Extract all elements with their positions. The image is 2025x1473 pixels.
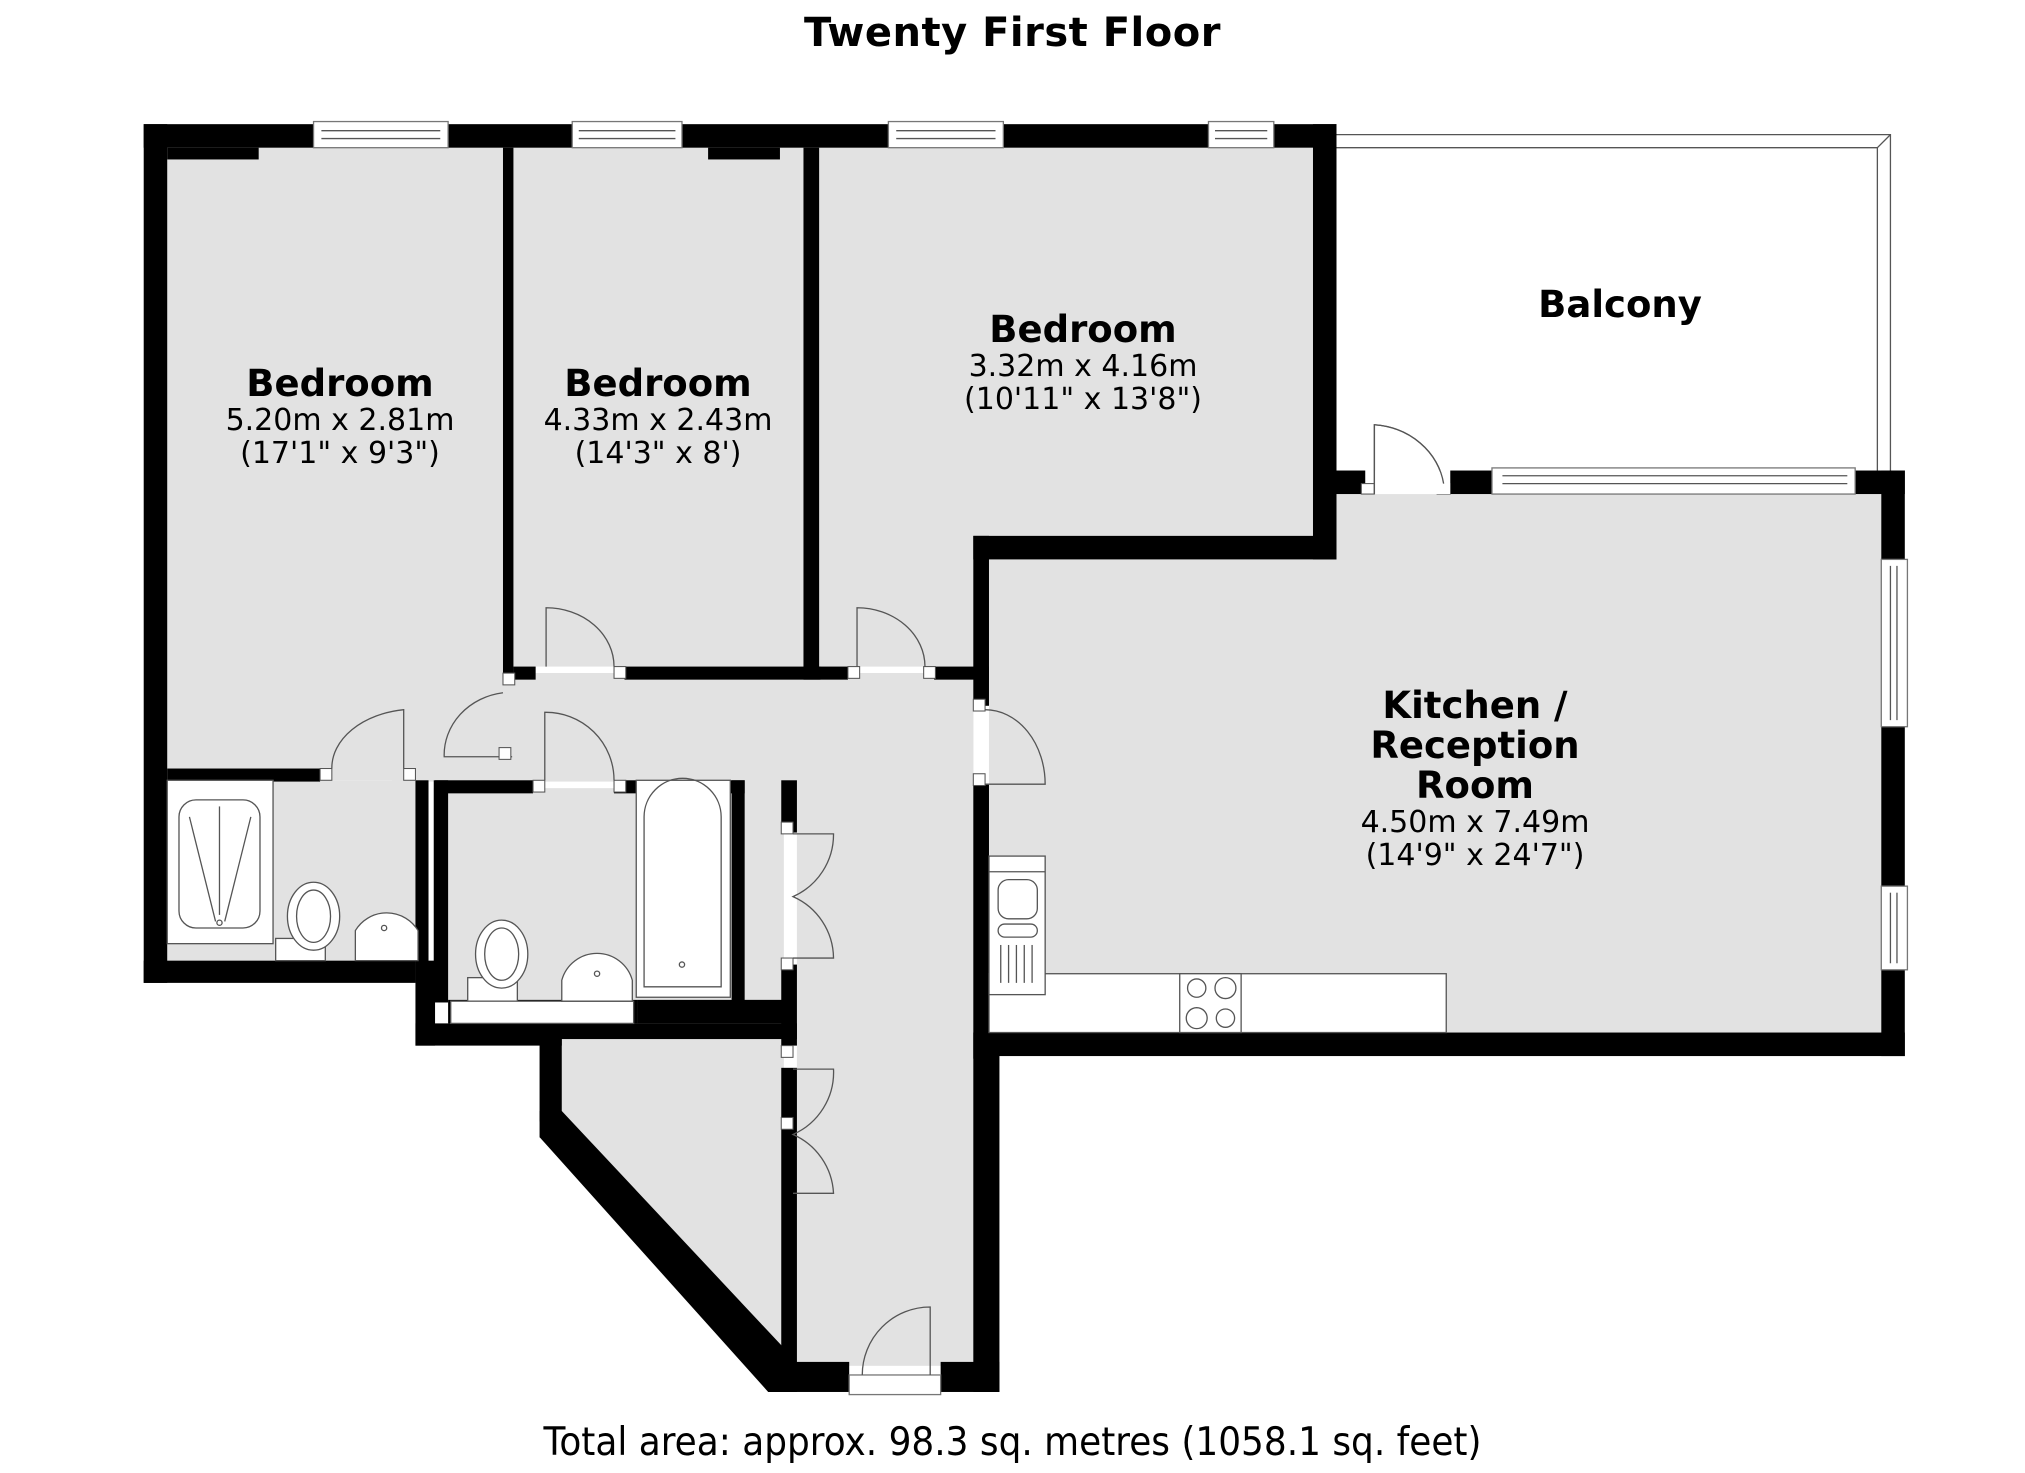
hallway-upper-floor [391, 673, 974, 782]
store-room-floor [561, 1039, 784, 1362]
basin [354, 912, 419, 962]
basin [561, 952, 633, 1002]
room-label-bedroom-3: Bedroom 3.32m x 4.16m (10'11" x 13'8") [933, 308, 1233, 417]
room-dimensions-imperial: (10'11" x 13'8") [964, 382, 1202, 417]
window [1880, 885, 1909, 971]
room-dimensions-metric: 3.32m x 4.16m [968, 349, 1198, 384]
entrance-threshold [848, 1374, 942, 1396]
cupboard-floor [744, 780, 784, 1020]
floor-title: Twenty First Floor [804, 10, 1221, 56]
room-name: Bedroom [246, 362, 434, 405]
window [887, 120, 1005, 149]
toilet [474, 919, 529, 989]
balcony-window [1491, 467, 1856, 495]
kitchen-reception-floor [988, 494, 1882, 1033]
kitchen-fixtures [988, 855, 1447, 1034]
window [571, 120, 683, 149]
room-dimensions-imperial: (14'3" x 8') [574, 436, 742, 471]
windows [312, 120, 1909, 1396]
bathtub [635, 779, 731, 998]
sink-icon [997, 878, 1038, 920]
room-name-line: Reception [1370, 724, 1580, 767]
bedroom-1-floor [167, 147, 503, 769]
room-name: Bedroom [989, 308, 1177, 351]
hob [1179, 973, 1242, 1034]
balcony-outline [1336, 133, 1892, 471]
window [312, 120, 449, 149]
room-label-bedroom-2: Bedroom 4.33m x 2.43m (14'3" x 8') [508, 362, 808, 471]
room-name: Bedroom [564, 362, 752, 405]
room-label-kitchen-reception: Kitchen / Reception Room 4.50m x 7.49m (… [1325, 684, 1625, 873]
room-dimensions-metric: 4.33m x 2.43m [543, 403, 773, 438]
room-label-balcony: Balcony [1470, 285, 1770, 325]
room-dimensions-metric: 4.50m x 7.49m [1360, 805, 1590, 840]
hallway-lower-floor [796, 780, 974, 1366]
window [1880, 558, 1909, 728]
fixtures [166, 777, 731, 1025]
room-name: Balcony [1538, 283, 1702, 326]
room-dimensions-metric: 5.20m x 2.81m [225, 403, 455, 438]
toilet [286, 881, 341, 951]
room-dimensions-imperial: (14'9" x 24'7") [1365, 838, 1585, 873]
window [1207, 120, 1275, 149]
hob-ring-icon [1186, 978, 1207, 998]
room-name-line: Room [1416, 764, 1534, 807]
room-name-line: Kitchen / [1382, 684, 1568, 727]
room-label-bedroom-1: Bedroom 5.20m x 2.81m (17'1" x 9'3") [190, 362, 490, 471]
room-dimensions-imperial: (17'1" x 9'3") [240, 436, 440, 471]
bedroom-3-floor [819, 147, 1313, 667]
total-area: Total area: approx. 98.3 sq. metres (105… [543, 1420, 1482, 1465]
bedroom-2-floor [513, 147, 804, 667]
doors [319, 424, 1451, 1375]
